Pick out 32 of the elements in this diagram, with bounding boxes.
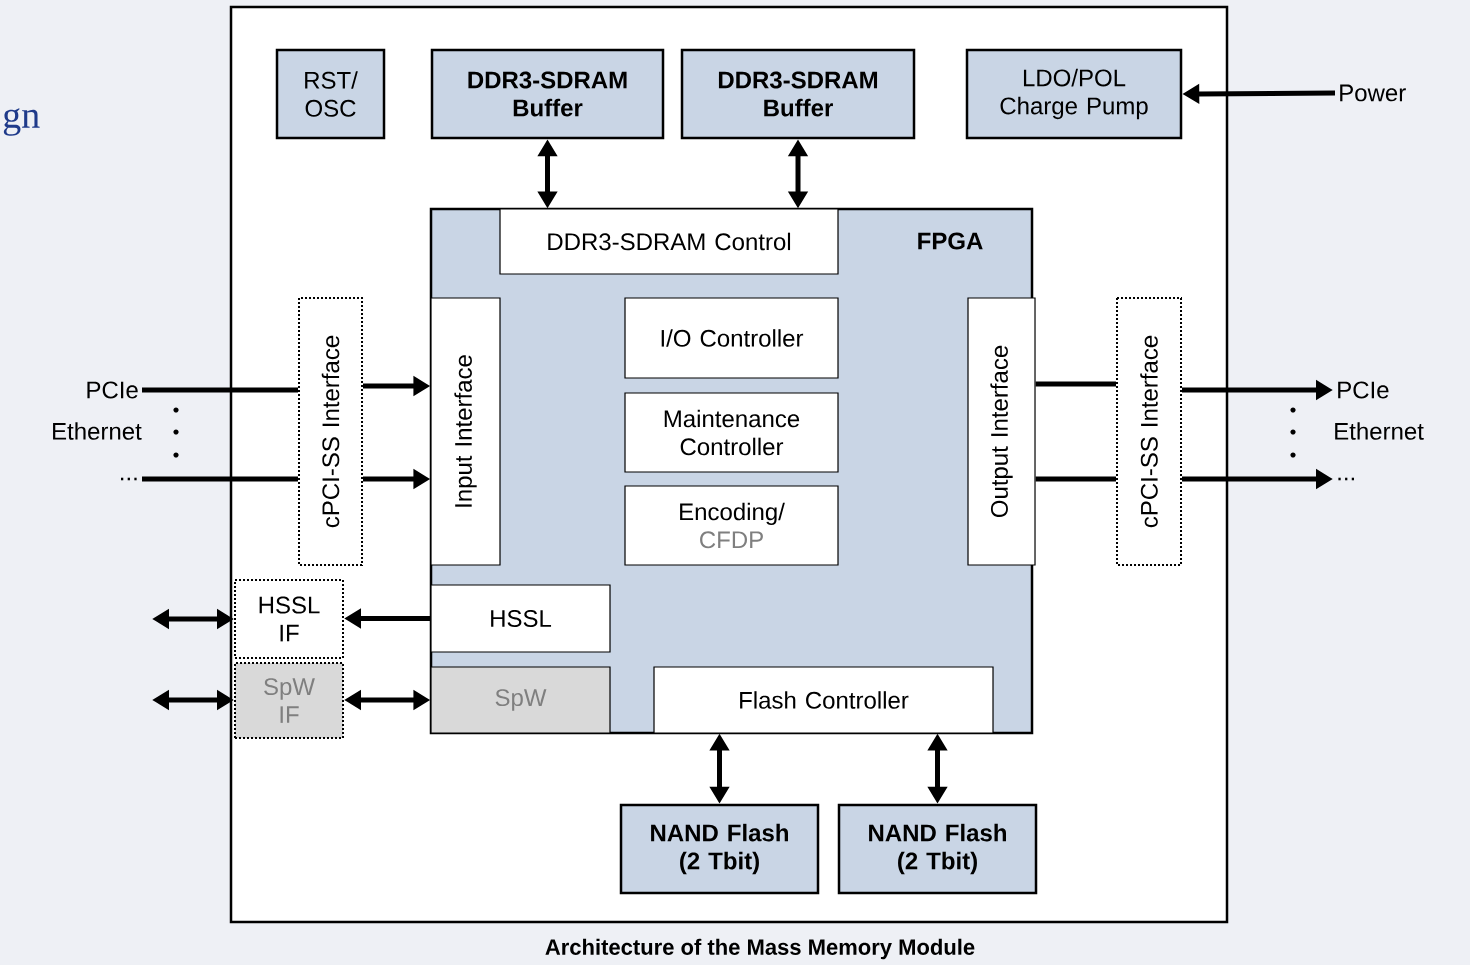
signal-label: ...	[1338, 477, 1354, 481]
signal-label: Power	[1340, 84, 1406, 102]
signal-label: PCIe	[87, 381, 138, 399]
block-box: I/O Controller	[624, 297, 839, 379]
interface-box: Output Interface	[967, 297, 1036, 566]
block-box: Flash Controller	[653, 666, 994, 734]
connector-line	[1035, 476, 1116, 482]
interface-box: cPCI-SS Interface	[1116, 297, 1182, 566]
interface-box: HSSL IF	[234, 579, 344, 659]
signal-label: PCIe	[1338, 381, 1389, 399]
connector-line	[142, 387, 298, 393]
block-box: SpW	[430, 666, 611, 734]
connector-line	[1035, 381, 1116, 387]
block-box: NAND Flash (2 Tbit)	[619, 803, 820, 895]
block-box: DDR3-SDRAM Control	[499, 208, 839, 275]
block-box: DDR3-SDRAM Buffer	[430, 48, 665, 140]
block-box: RST/ OSC	[275, 48, 386, 140]
title-fragment: gn	[3, 108, 40, 136]
signal-label: Ethernet	[1335, 422, 1424, 440]
caption: Architecture of the Mass Memory Module	[545, 938, 975, 960]
interface-box: SpW IF	[234, 662, 344, 739]
block-box: Maintenance Controller	[624, 392, 839, 473]
block-box: Encoding/ CFDP	[624, 485, 839, 566]
block-box: LDO/POL Charge Pump	[965, 48, 1183, 140]
interface-box: Input Interface	[430, 297, 501, 566]
signal-label: ...	[121, 477, 137, 481]
interface-box: cPCI-SS Interface	[298, 297, 363, 566]
connector-line	[142, 476, 298, 482]
block-box: NAND Flash (2 Tbit)	[837, 803, 1038, 895]
signal-label: Ethernet	[53, 422, 142, 440]
block-box: HSSL	[430, 584, 611, 653]
block-box: DDR3-SDRAM Buffer	[680, 48, 916, 140]
